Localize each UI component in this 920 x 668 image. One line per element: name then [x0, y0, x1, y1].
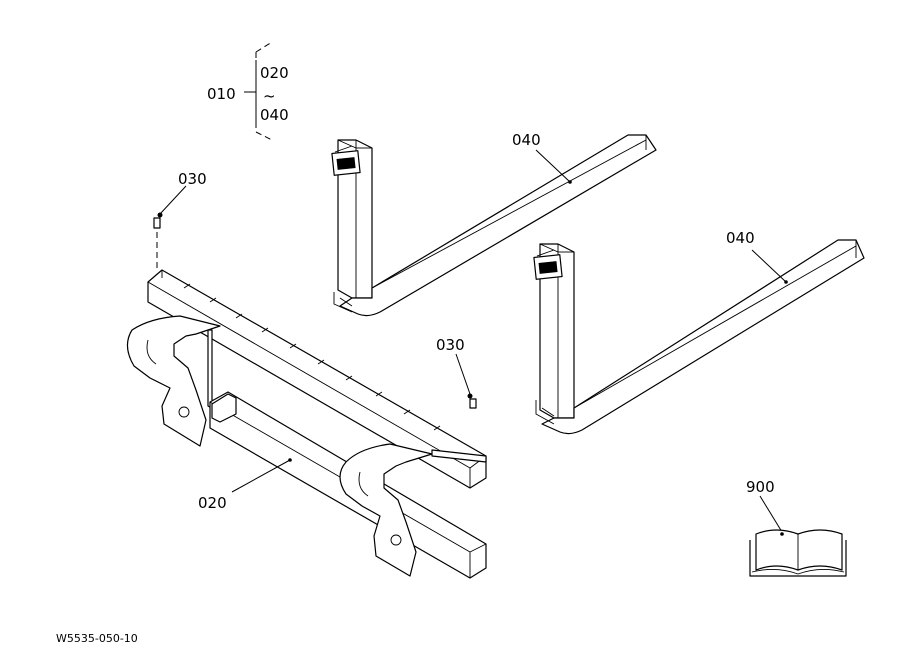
range-start-label: 020 [260, 64, 289, 82]
bolt-top-label: 030 [178, 170, 207, 188]
fork-upper [331, 134, 657, 317]
manual-label: 900 [746, 478, 775, 496]
bolt-mid-label: 030 [436, 336, 465, 354]
fork-carriage [126, 269, 487, 579]
bolt-mid [455, 353, 477, 409]
drawing-code: W5535-050-10 [56, 632, 138, 645]
range-end-label: 040 [260, 106, 289, 124]
bolt-top [153, 185, 187, 270]
manual-book-icon [749, 495, 847, 577]
fork-right-label: 040 [512, 131, 541, 149]
fork-left-label: 040 [726, 229, 755, 247]
leader-fork-right [535, 149, 571, 183]
leader-fork-left [751, 249, 787, 283]
fork-lower [533, 239, 865, 435]
range-separator: ~ [263, 87, 276, 105]
assembly-bracket [244, 41, 273, 141]
carriage-label: 020 [198, 494, 227, 512]
assembly-label: 010 [207, 85, 236, 103]
leader-carriage [231, 459, 291, 493]
